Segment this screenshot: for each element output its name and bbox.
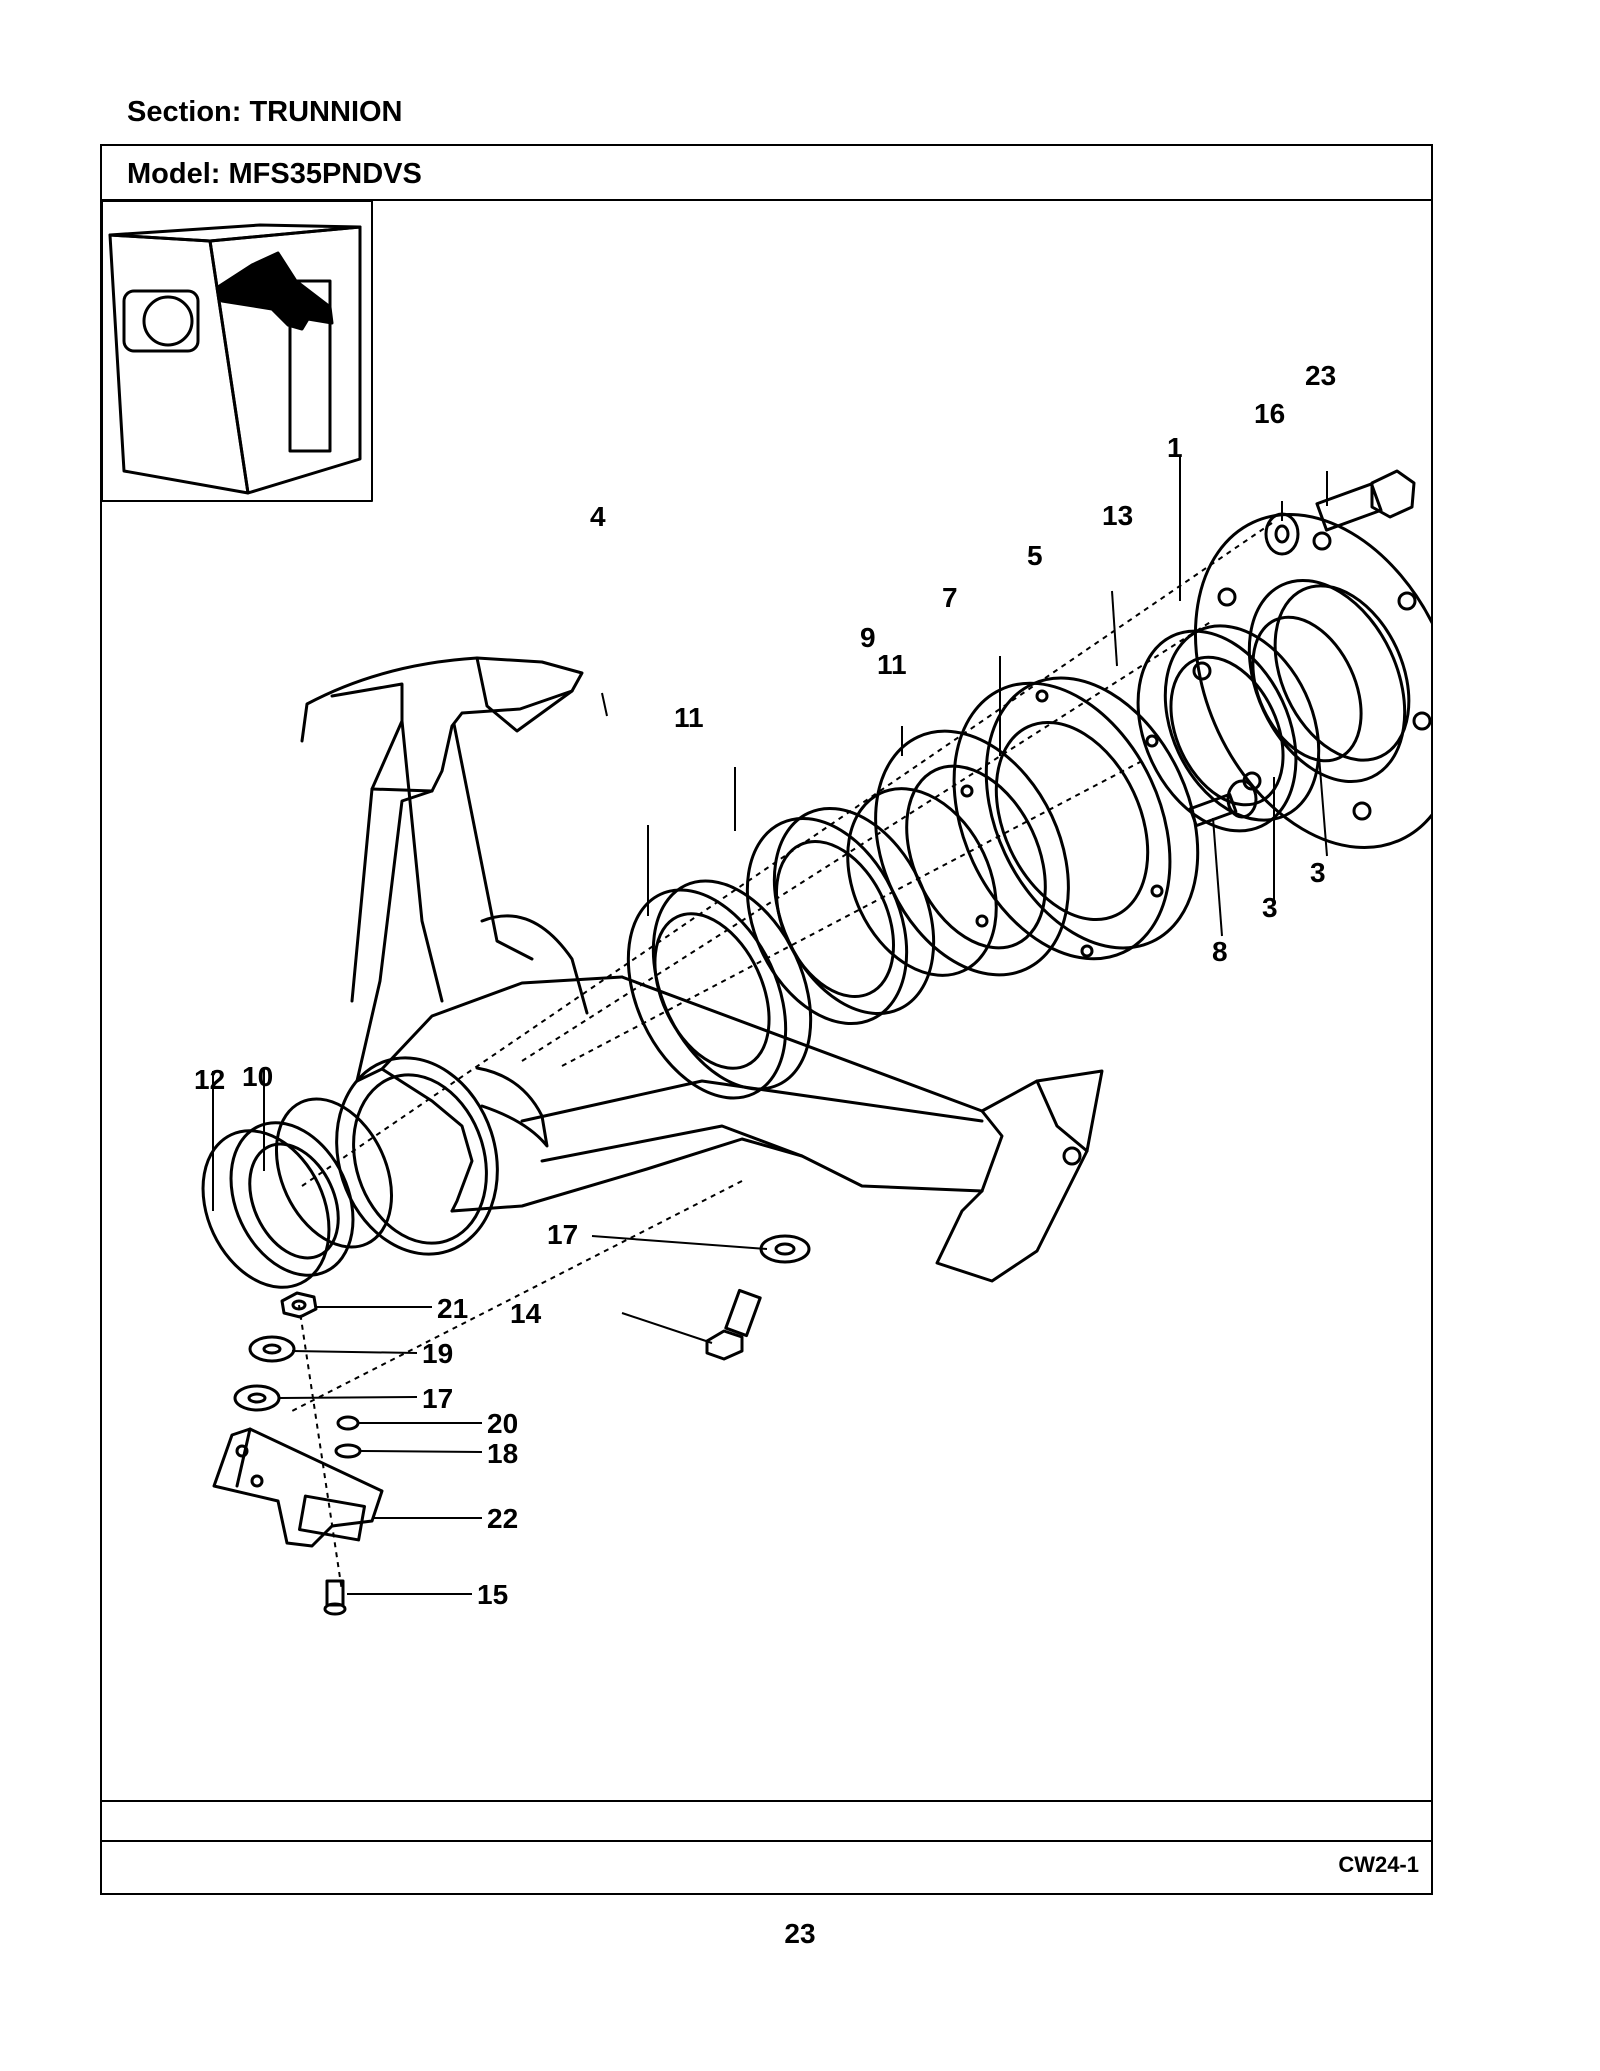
screw-15 (323, 1579, 347, 1616)
trunnion-casting (300, 656, 1104, 1283)
lockwasher-19 (248, 1335, 296, 1363)
snap-ring-10 (274, 1097, 394, 1249)
alignment-lines (291, 522, 1273, 1592)
callout-4: 4 (590, 501, 606, 532)
callout-16: 16 (1254, 398, 1285, 429)
callout-3: 3 (1262, 892, 1278, 923)
callout-15: 15 (477, 1579, 508, 1610)
callout-11: 11 (674, 702, 704, 733)
snap-ring-9 (846, 787, 998, 977)
bolt-8 (1188, 779, 1258, 828)
callout-17: 17 (547, 1219, 578, 1250)
callout-21: 21 (437, 1293, 468, 1324)
bolt-14 (705, 1288, 762, 1361)
callout-1: 1 (1167, 432, 1183, 463)
model-bar: Model: MFS35PNDVS (102, 146, 1431, 201)
callout-9: 9 (860, 622, 876, 653)
washer-17-bottom (233, 1384, 281, 1412)
section-title: Section: TRUNNION (127, 96, 403, 128)
callout-11: 11 (877, 649, 907, 680)
bolt-23 (1315, 469, 1416, 532)
callout-18: 18 (487, 1438, 518, 1469)
locator-thumbnail (102, 201, 373, 502)
callout-20: 20 (487, 1408, 518, 1439)
page-number: 23 (784, 1918, 816, 1949)
leader-lines (212, 457, 1328, 1595)
callout-19: 19 (422, 1338, 453, 1369)
callout-22: 22 (487, 1503, 518, 1534)
callout-labels: 1 3 3 4 5 7 8 9 10 11 11 12 13 14 15 16 … (194, 360, 1336, 1610)
flange-1 (1192, 512, 1431, 850)
diagram-frame: Model: MFS35PNDVS (100, 144, 1433, 1895)
model-label: Model: MFS35PNDVS (127, 158, 422, 190)
bracket-22 (212, 1427, 384, 1548)
callout-10: 10 (242, 1061, 273, 1092)
figure-code: CW24-1 (1338, 1852, 1419, 1877)
callout-3: 3 (1310, 857, 1326, 888)
plate-7 (874, 729, 1070, 977)
bearing-cone-12 (201, 1121, 355, 1289)
nut-18 (334, 1443, 362, 1459)
callout-8: 8 (1212, 936, 1228, 967)
trunnion-highlight-icon (216, 251, 334, 331)
callout-14: 14 (510, 1298, 542, 1329)
washer-20 (336, 1415, 360, 1431)
footer-divider-lower (102, 1840, 1431, 1842)
callout-23: 23 (1305, 360, 1336, 391)
footer-divider-upper (102, 1800, 1431, 1802)
callout-7: 7 (942, 582, 958, 613)
callout-13: 13 (1102, 500, 1133, 531)
exploded-parts-diagram: 1 3 3 4 5 7 8 9 10 11 11 12 13 14 15 16 … (102, 201, 1431, 1616)
bearing-cone-11-right (745, 806, 936, 1026)
washer-17-top (759, 1234, 811, 1264)
bearing-housing-5 (952, 676, 1200, 961)
callout-5: 5 (1027, 540, 1043, 571)
callout-17: 17 (422, 1383, 453, 1414)
callout-12: 12 (194, 1064, 225, 1095)
